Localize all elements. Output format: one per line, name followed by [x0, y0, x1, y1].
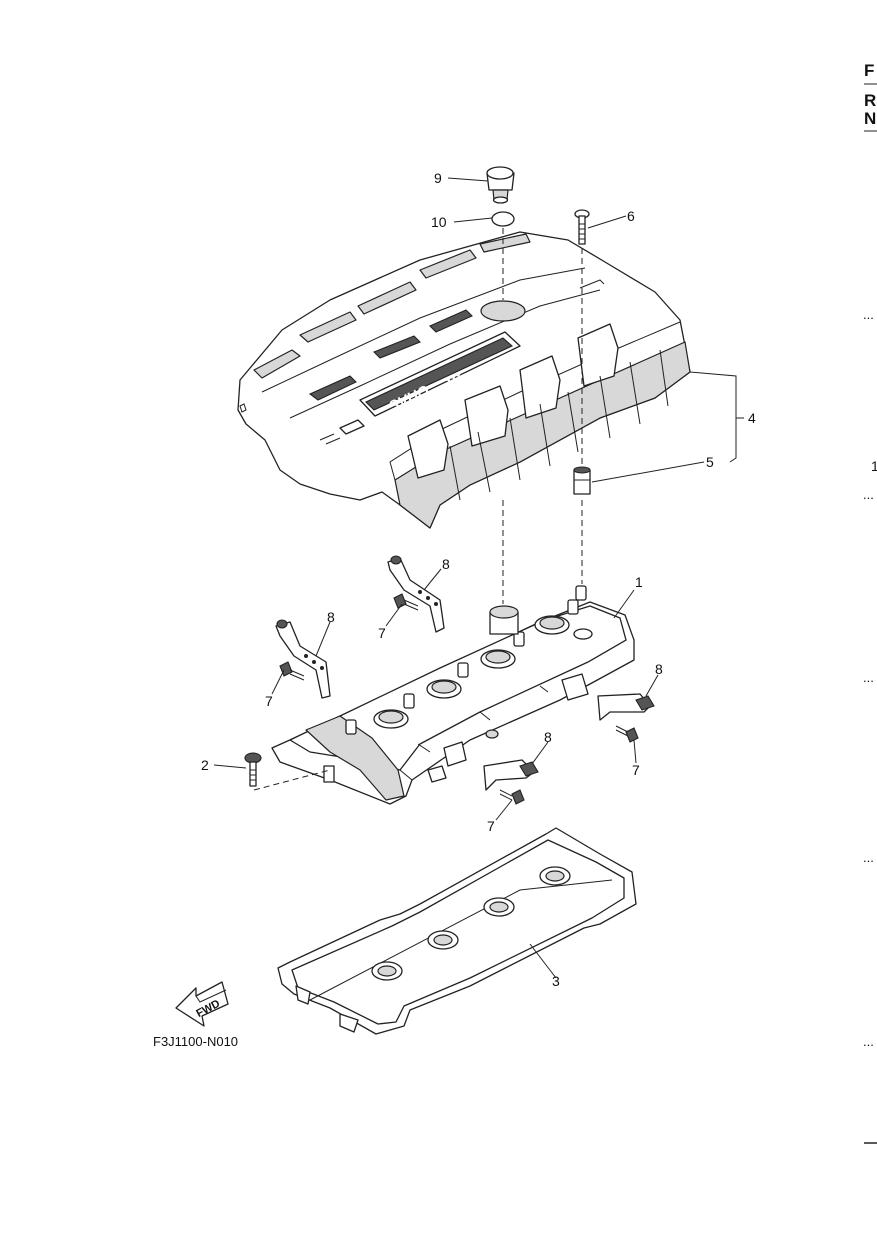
- bolt-right: [615, 725, 639, 743]
- cylinder-head-cover: [271, 585, 635, 805]
- cover-screw: [574, 209, 590, 245]
- callout-7-bottom: 7: [487, 818, 495, 834]
- callout-10: 10: [431, 214, 447, 230]
- bolt-upper: [393, 593, 419, 611]
- bolt-bosses: [345, 585, 587, 735]
- callout-6: 6: [627, 208, 635, 224]
- cover-roman-text: III: [445, 372, 466, 393]
- bolt-long: [244, 752, 262, 787]
- callout-8-bottom: 8: [544, 729, 552, 745]
- edge-dots-2: ...: [863, 487, 874, 502]
- callout-5: 5: [706, 454, 714, 470]
- callout-7-left: 7: [265, 693, 273, 709]
- edge-dots-1: ...: [863, 307, 874, 322]
- callout-9: 9: [434, 170, 442, 186]
- callout-8-upper: 8: [442, 556, 450, 572]
- o-ring: [491, 211, 515, 227]
- bracket-right: [597, 693, 655, 721]
- edge-number: 1: [871, 458, 877, 474]
- bracket-upper: [387, 555, 445, 633]
- edge-dots-3: ...: [863, 670, 874, 685]
- callout-4: 4: [748, 410, 756, 426]
- svho-badge: SVHO III YAMAHA: [359, 331, 521, 417]
- edge-dots-4: ...: [863, 850, 874, 865]
- edge-letter-n: N: [864, 109, 876, 128]
- bracket-bottom: [483, 759, 539, 791]
- callout-1: 1: [635, 574, 643, 590]
- callout-7-upper: 7: [378, 625, 386, 641]
- bracket-left: [275, 619, 331, 699]
- edge-letter-f: F: [864, 61, 874, 80]
- edge-letter-r: R: [864, 91, 876, 110]
- leader-lines: [213, 177, 744, 979]
- fwd-arrow: FWD: [175, 981, 229, 1027]
- callout-8-right: 8: [655, 661, 663, 677]
- oil-filler-cap: [486, 166, 515, 204]
- assembly-lines: [253, 228, 583, 791]
- callout-2: 2: [201, 757, 209, 773]
- engine-top-cover: SVHO III YAMAHA: [237, 231, 691, 529]
- callout-numbers: 9 10 6 4 5 1 2 3 8 8 8 8 7 7 7 7: [201, 170, 756, 989]
- edge-dots-5: ...: [863, 1034, 874, 1049]
- callout-3: 3: [552, 973, 560, 989]
- page-edge: F R N ... 1 ... ... ... ...: [863, 61, 877, 1144]
- callout-7-right: 7: [632, 762, 640, 778]
- callout-8-left: 8: [327, 609, 335, 625]
- grommet: [573, 466, 591, 495]
- figure-code: F3J1100-N010: [153, 1034, 238, 1049]
- gasket-seals: [371, 866, 571, 981]
- plug-holes: [373, 615, 570, 729]
- head-cover-gasket: [277, 827, 637, 1035]
- bolt-bottom: [499, 789, 525, 805]
